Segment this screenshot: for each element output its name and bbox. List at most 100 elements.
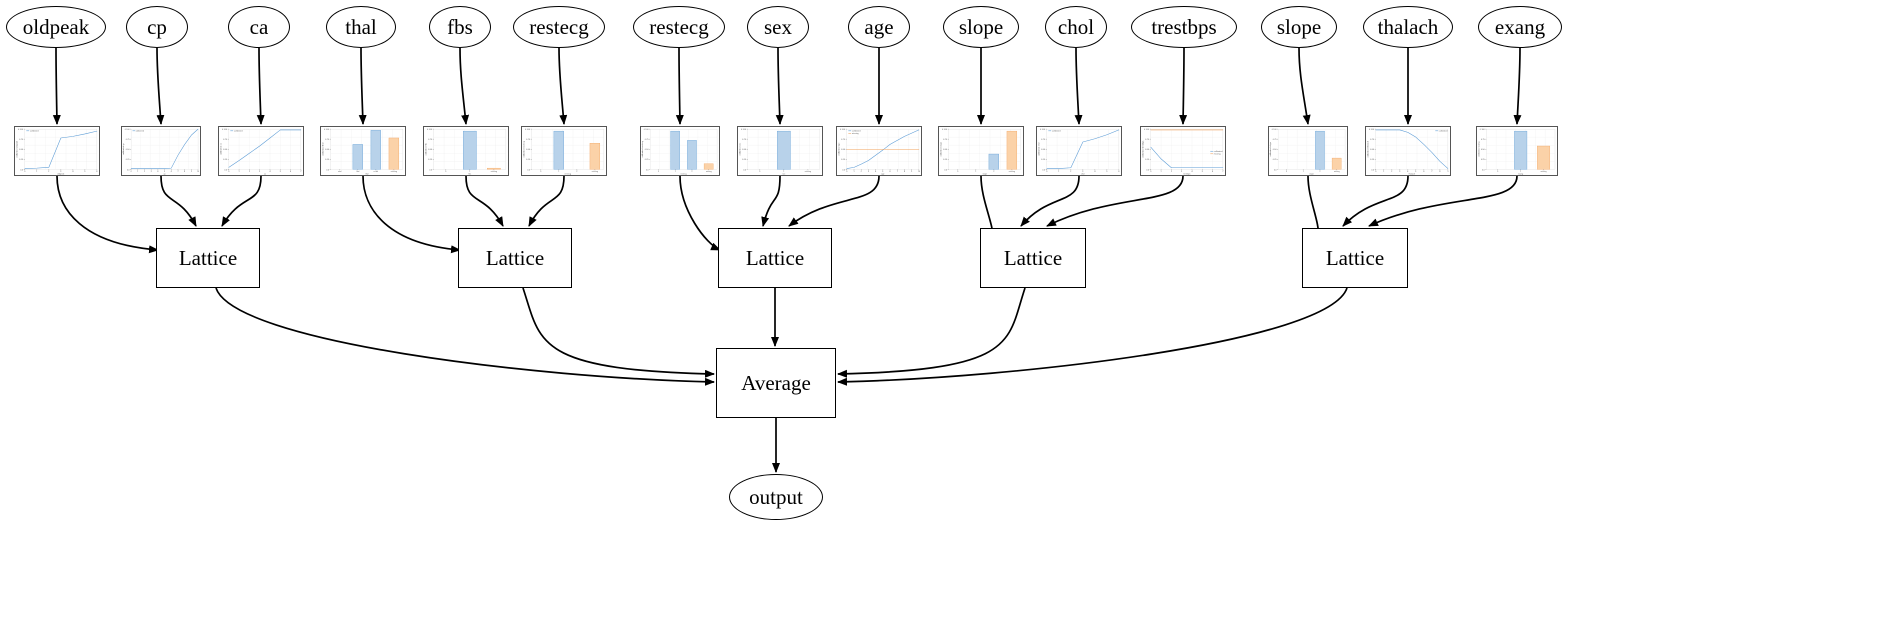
input-node-trestbps-11[interactable]: trestbps (1131, 6, 1237, 48)
input-node-sex-7[interactable]: sex (747, 6, 809, 48)
svg-text:0.25: 0.25 (645, 159, 649, 161)
svg-text:0.100: 0.100 (525, 129, 531, 131)
input-node-oldpeak-0[interactable]: oldpeak (6, 6, 106, 48)
output-node[interactable]: output (729, 474, 823, 520)
edge-input-to-plot-6 (675, 47, 684, 125)
svg-text:1: 1 (1303, 171, 1304, 173)
svg-text:calibrated thalach: calibrated thalach (1366, 141, 1369, 157)
svg-text:0.25: 0.25 (841, 159, 845, 161)
svg-text:0.75: 0.75 (943, 139, 947, 141)
svg-text:0.25: 0.25 (428, 159, 432, 161)
svg-text:0.75: 0.75 (1370, 139, 1374, 141)
input-node-chol-10[interactable]: chol (1045, 6, 1107, 48)
lattice-node-label: Lattice (485, 245, 545, 270)
svg-text:7: 7 (177, 171, 178, 173)
svg-text:calibrated restecg: calibrated restecg (641, 141, 644, 157)
svg-text:3: 3 (1399, 171, 1400, 173)
svg-text:4: 4 (1191, 171, 1192, 173)
input-node-fbs-4[interactable]: fbs (429, 6, 491, 48)
svg-text:0.0: 0.0 (743, 169, 747, 171)
svg-text:0: 0 (445, 171, 446, 173)
average-node[interactable]: Average (716, 348, 836, 418)
input-node-label: oldpeak (22, 14, 90, 39)
input-node-age-8[interactable]: age (848, 6, 910, 48)
lattice-node-4[interactable]: Lattice (1302, 228, 1408, 288)
svg-text:restecg: restecg (681, 172, 687, 175)
input-node-slope-9[interactable]: slope (943, 6, 1019, 48)
edge-input-to-plot-5 (558, 47, 568, 125)
svg-text:0.0: 0.0 (1042, 169, 1046, 171)
svg-text:missing: missing (706, 171, 712, 173)
svg-text:0.0: 0.0 (944, 169, 948, 171)
svg-text:0: 0 (540, 171, 541, 173)
lattice-node-2[interactable]: Lattice (718, 228, 832, 288)
svg-text:7: 7 (1222, 171, 1223, 173)
edge-plot-to-lattice-1 (160, 175, 197, 227)
svg-text:5: 5 (164, 171, 165, 173)
svg-text:2: 2 (691, 171, 692, 173)
edge-input-to-plot-0 (52, 47, 61, 125)
svg-text:2: 2 (861, 171, 862, 173)
input-node-restecg-5[interactable]: restecg (513, 6, 605, 48)
svg-text:0.75: 0.75 (1145, 139, 1149, 141)
edge-input-to-plot-12 (1298, 47, 1311, 125)
edge-plot-to-lattice-11 (1046, 175, 1184, 227)
edge-input-to-plot-3 (358, 47, 367, 125)
svg-text:0.0: 0.0 (527, 169, 531, 171)
lattice-node-1[interactable]: Lattice (458, 228, 572, 288)
svg-text:10: 10 (918, 171, 920, 173)
svg-text:7: 7 (897, 171, 898, 173)
svg-text:thal: thal (365, 173, 369, 175)
svg-text:0.75: 0.75 (1041, 139, 1045, 141)
input-node-label: exang (1494, 14, 1546, 39)
input-node-thal-3[interactable]: thal (326, 6, 396, 48)
svg-text:10: 10 (197, 171, 199, 173)
input-node-ca-2[interactable]: ca (228, 6, 290, 48)
edge-input-to-plot-14 (1513, 47, 1522, 125)
input-node-label: thal (345, 14, 377, 39)
edge-plot-to-lattice-10 (1020, 175, 1080, 227)
svg-text:0.25: 0.25 (742, 159, 746, 161)
svg-text:2: 2 (993, 171, 994, 173)
svg-text:exang: exang (1518, 174, 1523, 175)
svg-text:3: 3 (259, 171, 260, 173)
edge-lattice-to-average-1 (522, 287, 715, 378)
input-node-exang-14[interactable]: exang (1478, 6, 1562, 48)
svg-text:slope: slope (983, 174, 988, 175)
svg-text:1: 1 (1520, 171, 1521, 173)
svg-text:1: 1 (1161, 171, 1162, 173)
svg-text:0: 0 (131, 171, 132, 173)
input-node-slope-12[interactable]: slope (1261, 6, 1337, 48)
svg-text:calibrated: calibrated (30, 130, 39, 133)
svg-text:0.100: 0.100 (942, 129, 948, 131)
input-node-label: restecg (529, 14, 589, 39)
lattice-node-0[interactable]: Lattice (156, 228, 260, 288)
svg-text:cp: cp (164, 174, 166, 175)
input-node-label: chol (1057, 14, 1095, 39)
svg-text:1: 1 (469, 171, 470, 173)
svg-text:1: 1 (783, 171, 784, 173)
svg-text:0.0: 0.0 (1146, 169, 1150, 171)
svg-text:0: 0 (1150, 171, 1151, 173)
input-node-cp-1[interactable]: cp (126, 6, 188, 48)
input-node-restecg-6[interactable]: restecg (633, 6, 725, 48)
svg-text:0.100: 0.100 (741, 129, 747, 131)
svg-text:5: 5 (1202, 171, 1203, 173)
svg-text:missing: missing (805, 171, 811, 173)
input-node-thalach-13[interactable]: thalach (1363, 6, 1453, 48)
svg-text:2: 2 (1319, 171, 1320, 173)
lattice-node-3[interactable]: Lattice (980, 228, 1086, 288)
lattice-node-label: Lattice (1003, 245, 1063, 270)
svg-text:calibrated: calibrated (234, 130, 243, 133)
svg-text:4: 4 (1094, 171, 1095, 173)
svg-text:0: 0 (846, 171, 847, 173)
svg-text:calibrated: calibrated (1214, 150, 1223, 153)
svg-text:7: 7 (300, 171, 301, 173)
svg-text:0.100: 0.100 (427, 129, 433, 131)
svg-text:0.25: 0.25 (1370, 159, 1374, 161)
svg-text:0.50: 0.50 (526, 149, 531, 151)
